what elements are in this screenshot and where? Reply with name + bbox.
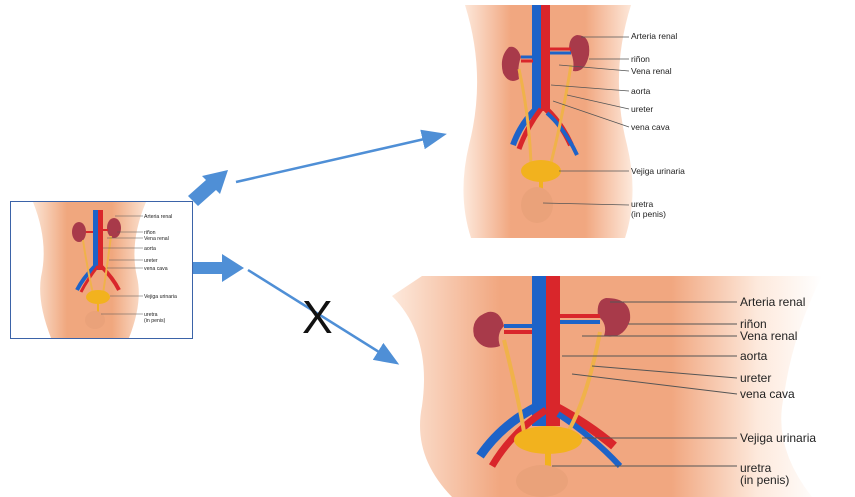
- block-arrow-up: [188, 170, 228, 206]
- cross-mark: X: [302, 294, 333, 340]
- thin-arrow-to-top-panel: [236, 135, 442, 182]
- block-arrow-right: [193, 254, 244, 282]
